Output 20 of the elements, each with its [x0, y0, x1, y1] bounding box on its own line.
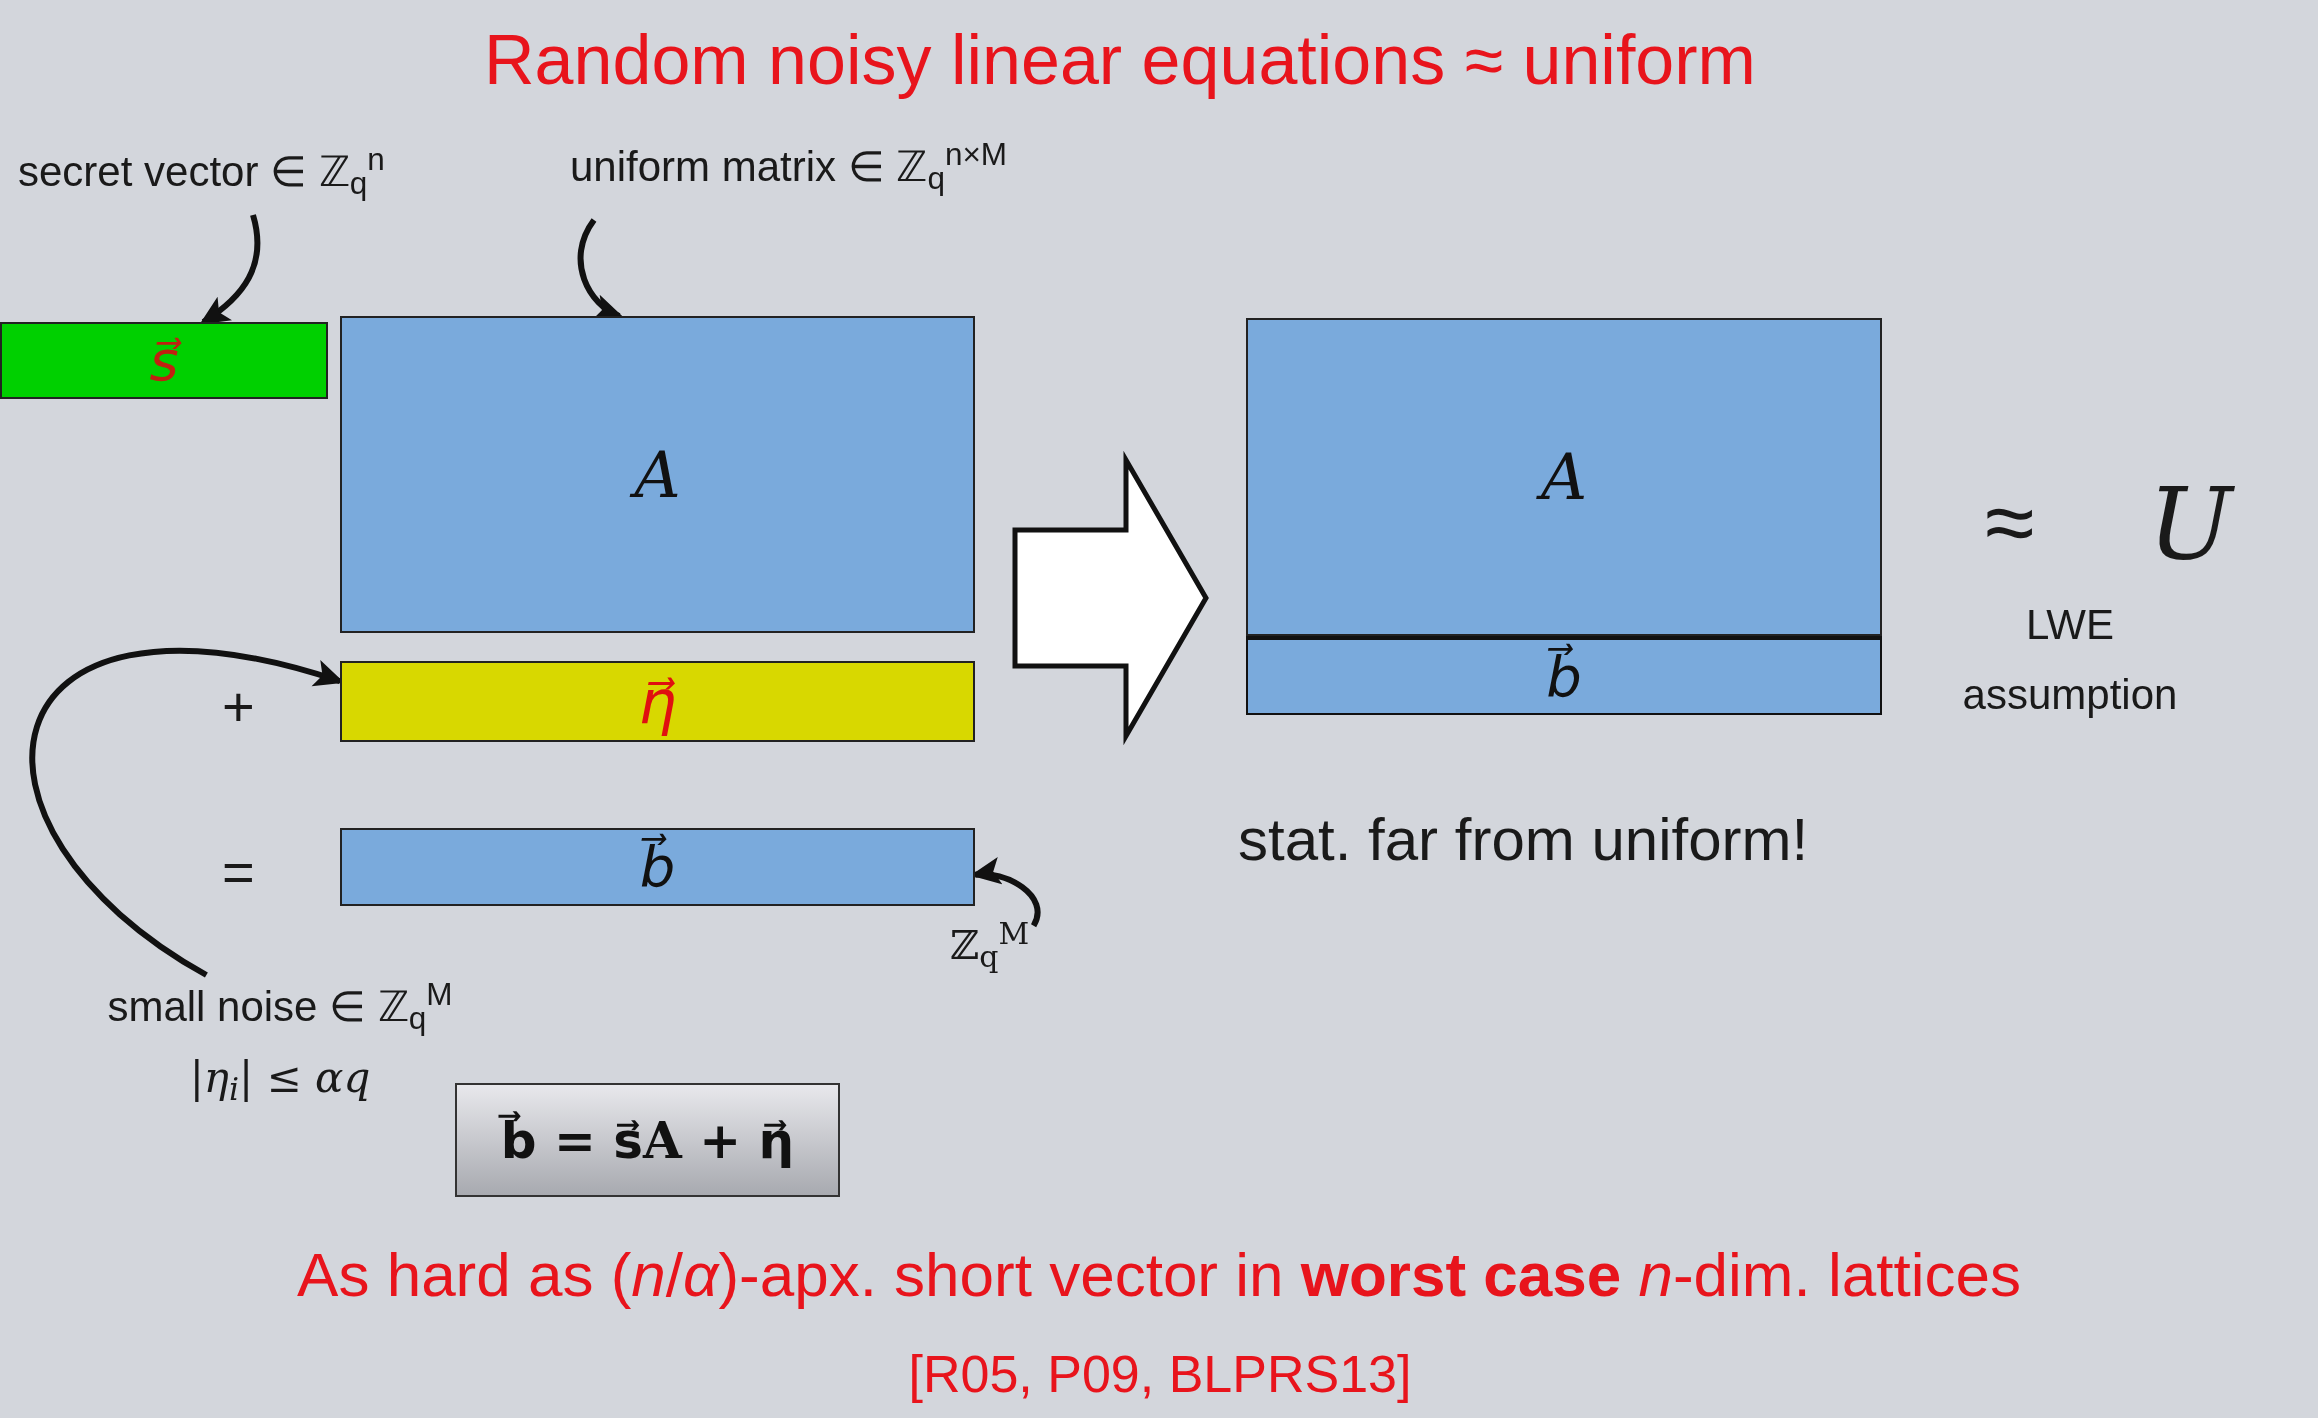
- formula-box: b⃗ = s⃗A + η⃗: [455, 1083, 840, 1197]
- approx-sign: ≈: [1985, 471, 2035, 574]
- plus-sign: +: [222, 674, 255, 740]
- vector-bar: b⃗: [1246, 636, 1882, 715]
- matrix-box: A: [1246, 318, 1882, 636]
- matrix-box: A: [340, 316, 975, 633]
- caption-text: LWE assumption: [1961, 600, 2179, 720]
- inequality-text: |η$_{i}$| ≤ αq: [189, 1052, 371, 1109]
- vector-bar: b⃗: [340, 828, 975, 906]
- vector-bar: s⃗: [0, 322, 328, 399]
- equals-sign: =: [222, 839, 255, 905]
- vector-bar: η⃗: [340, 661, 975, 742]
- note-text: stat. far from uniform!: [1238, 805, 1809, 875]
- curved-arrow: [577, 218, 624, 319]
- curved-arrow: [199, 214, 261, 325]
- citation-text: [R05, P09, BLPRS13]: [907, 1344, 1413, 1405]
- block-arrow: [1012, 450, 1209, 746]
- title: Random noisy linear equations ≈ uniform: [483, 20, 1757, 101]
- statement-text: As hard as (n/α)-apx. short vector in worst case n-dim. lattices: [296, 1239, 2022, 1311]
- math-symbol: U: [2148, 465, 2233, 585]
